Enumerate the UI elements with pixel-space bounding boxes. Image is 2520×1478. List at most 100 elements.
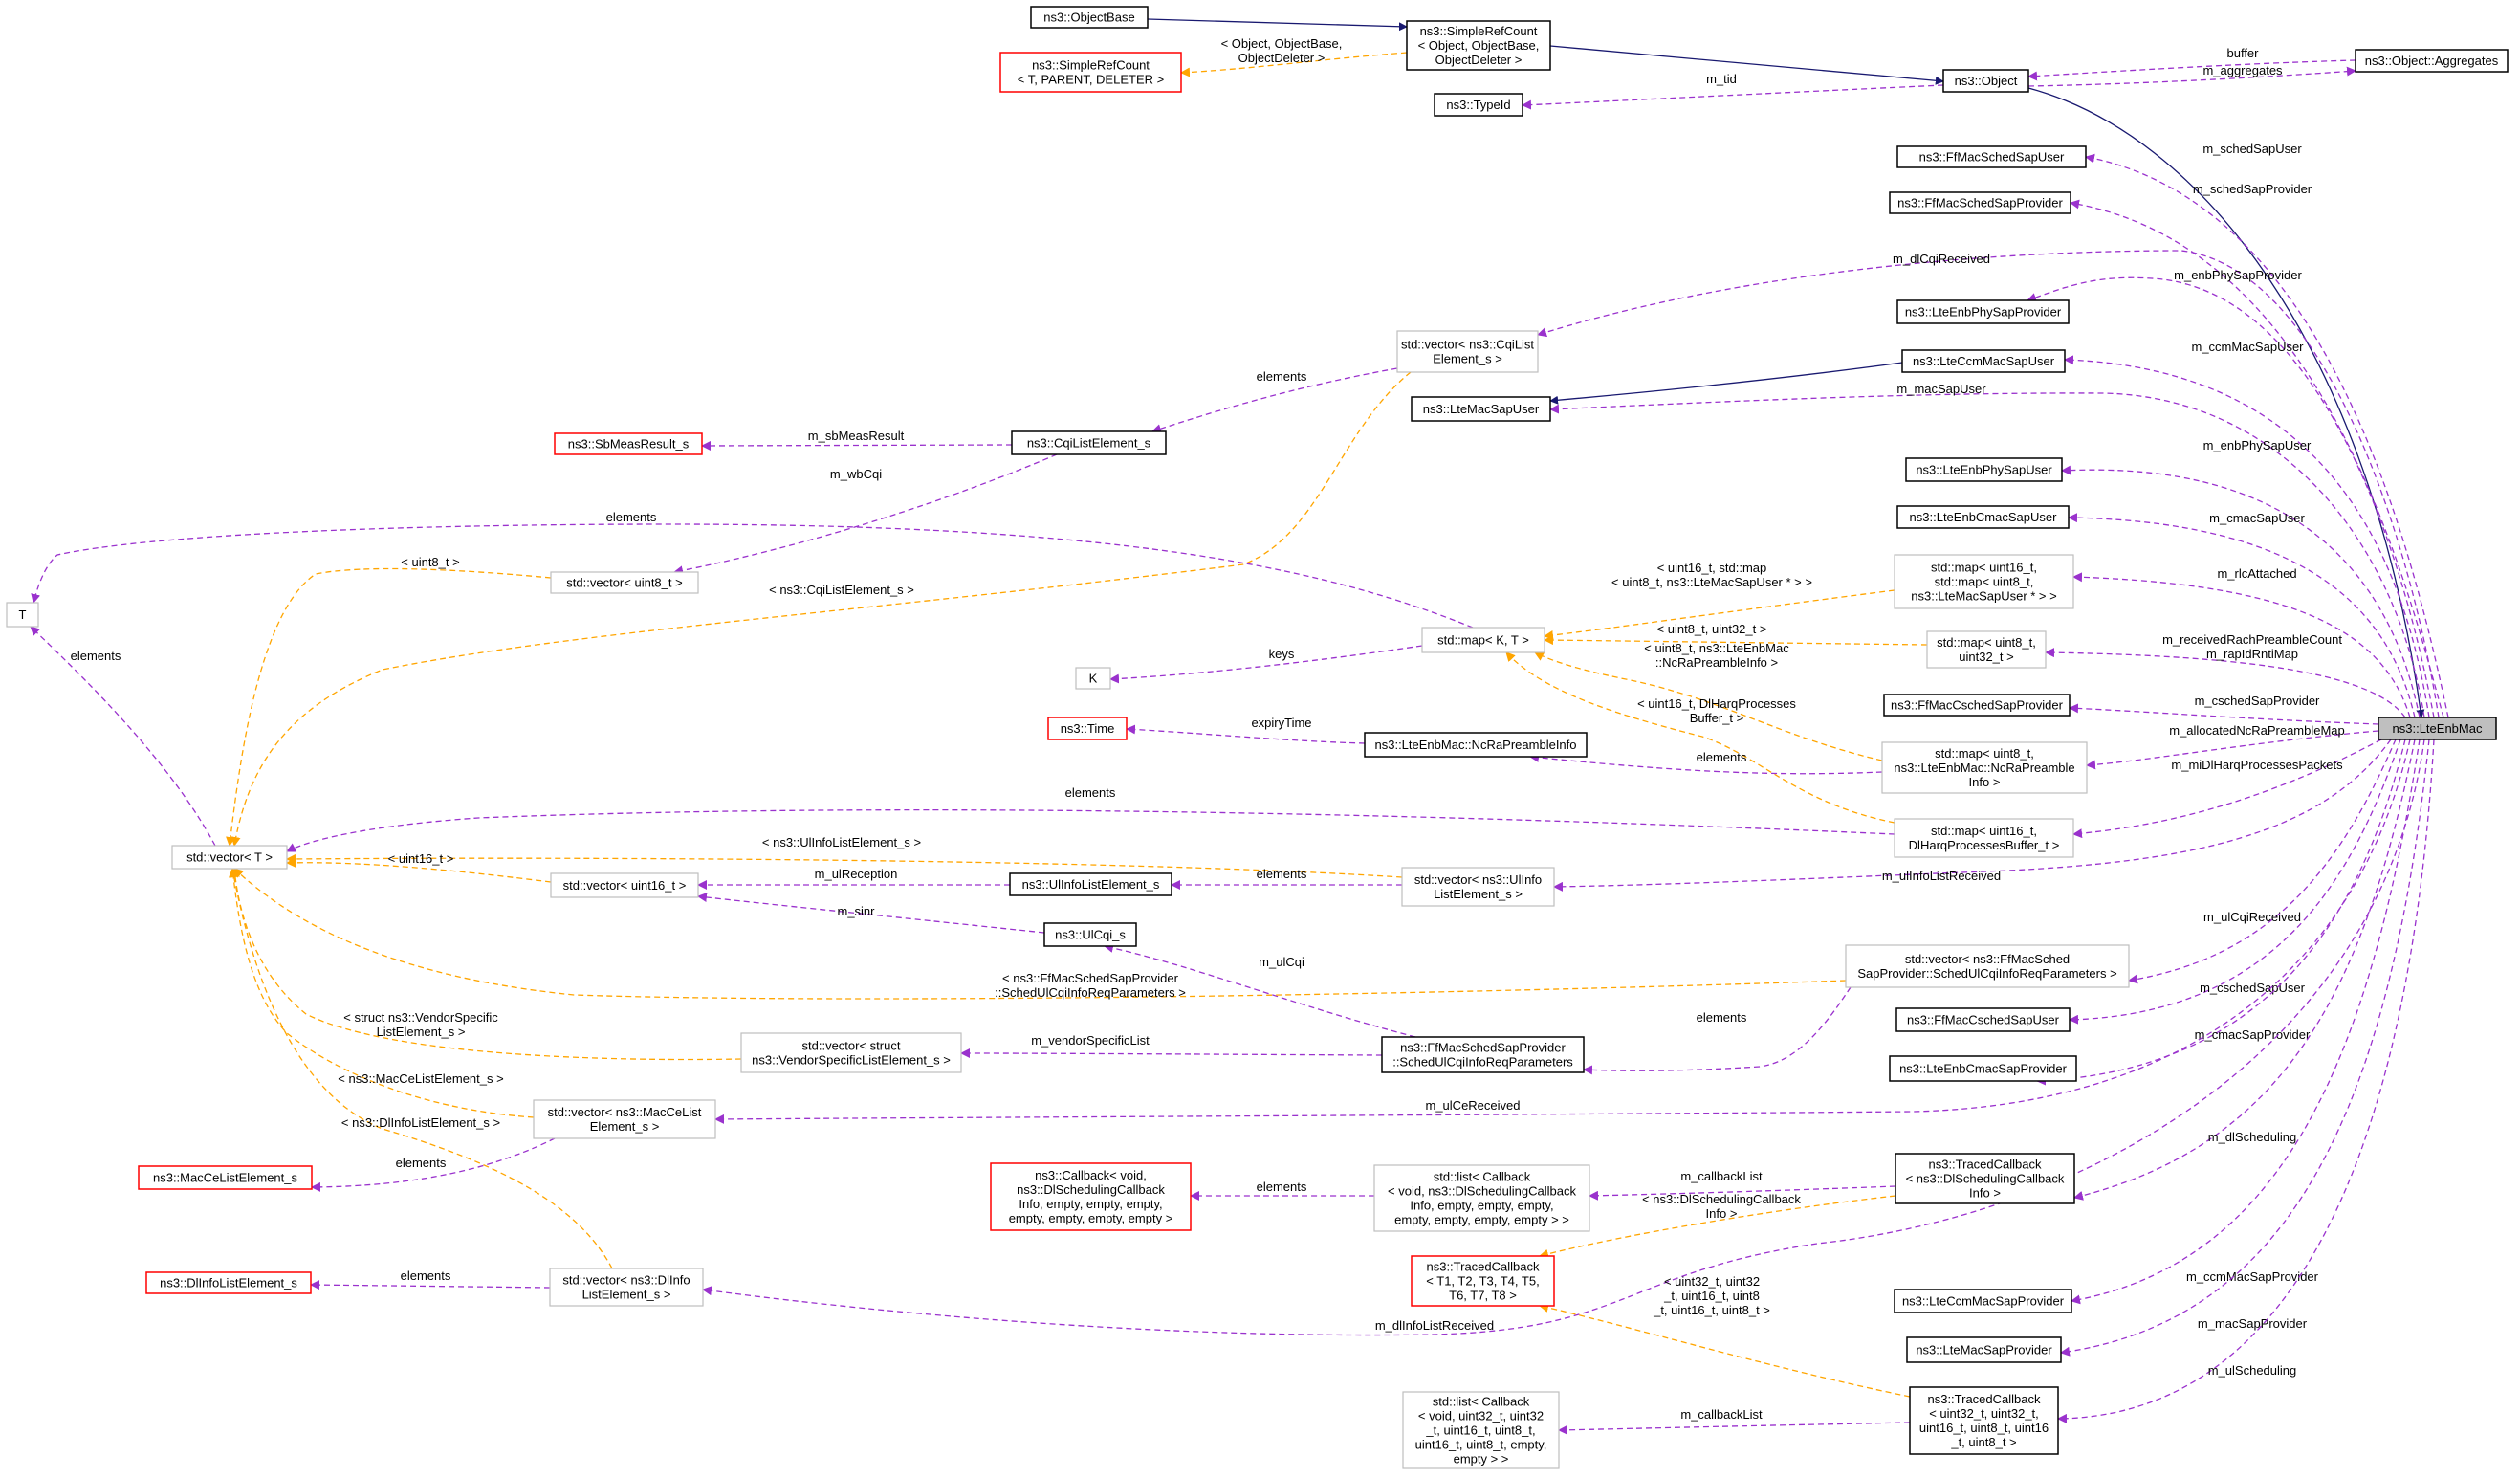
edge-line — [1558, 1422, 1911, 1435]
edge-line — [1549, 392, 2425, 718]
edge-line — [1109, 645, 1423, 684]
edge-line — [1534, 651, 1883, 761]
node-focus[interactable]: ns3::LteEnbMac — [2378, 717, 2497, 740]
node-box — [1895, 1007, 2071, 1032]
edge-line — [2061, 465, 2421, 718]
edge-macce-vecT: < ns3::MacCeListElement_s > — [229, 868, 535, 1118]
edge-label: m_dlCqiReceived — [1893, 252, 1990, 266]
node-label: ns3::LteMacSapProvider — [1916, 1343, 2052, 1357]
edge-line — [2070, 199, 2444, 718]
edge-tcbul-tcbt: < uint32_t, uint32_t, uint16_t, uint8_t,… — [1539, 1274, 1911, 1398]
edge-label: elements — [71, 649, 121, 663]
edge-sinr: m_sinr — [697, 893, 1045, 934]
edge-label: m_schedSapUser — [2202, 142, 2302, 156]
edge-src-obj — [1549, 45, 1944, 85]
node-aggregates[interactable]: ns3::Object::Aggregates — [2355, 49, 2509, 73]
node-box — [2355, 49, 2509, 73]
node-box — [138, 1165, 313, 1190]
edge-line — [233, 868, 1847, 1000]
node-enbcmacsapprov[interactable]: ns3::LteEnbCmacSapProvider — [1889, 1055, 2077, 1082]
node-ulinfo[interactable]: ns3::UlInfoListElement_s — [1009, 872, 1172, 896]
edge-ccmuser: m_ccmMacSapUser — [2064, 340, 2430, 718]
edge-label: m_allocatedNcRaPreambleMap — [2169, 723, 2345, 738]
edge-ulrecep: m_ulReception — [697, 867, 1010, 890]
edge-label: m_macSapUser — [1896, 382, 1986, 396]
node-map-ncra: std::map< uint8_t,ns3::LteEnbMac::NcRaPr… — [1881, 741, 2088, 794]
node-ffschedsapuser[interactable]: ns3::FfMacSchedSapUser — [1896, 145, 2087, 168]
node-ulcqireq[interactable]: ns3::FfMacSchedSapProvider::SchedUlCqiIn… — [1381, 1036, 1585, 1073]
edge-label: < Object, ObjectBase,ObjectDeleter > — [1221, 36, 1343, 65]
node-objectbase[interactable]: ns3::ObjectBase — [1030, 6, 1149, 29]
edge-agg-obj: buffer — [2027, 46, 2356, 81]
node-typeid[interactable]: ns3::TypeId — [1434, 93, 1523, 117]
node-map-dlharq: std::map< uint16_t,DlHarqProcessesBuffer… — [1894, 818, 2074, 858]
node-label: ns3::TracedCallback< ns3::DlSchedulingCa… — [1906, 1158, 2065, 1201]
node-sbmeas: ns3::SbMeasResult_s — [554, 432, 703, 455]
edge-label: m_ulScheduling — [2208, 1363, 2297, 1378]
node-box — [1011, 430, 1167, 455]
edge-dlharq: m_miDlHarqProcessesPackets — [2072, 739, 2382, 839]
node-ffschedsapprov[interactable]: ns3::FfMacSchedSapProvider — [1889, 191, 2071, 214]
node-list-dlcb: std::list< Callback< void, ns3::DlSchedu… — [1373, 1164, 1590, 1232]
node-box — [1043, 922, 1137, 947]
node-cqilistel[interactable]: ns3::CqiListElement_s — [1011, 430, 1167, 455]
node-box — [550, 872, 699, 898]
node-tcb-dl[interactable]: ns3::TracedCallback< ns3::DlSchedulingCa… — [1895, 1153, 2075, 1204]
edge-label: m_macSapProvider — [2198, 1316, 2308, 1331]
node-box — [1401, 867, 1555, 907]
node-enbphysapuser[interactable]: ns3::LteEnbPhySapUser — [1905, 457, 2063, 482]
edge-line — [1589, 1185, 1896, 1201]
edge-ulce: m_ulCeReceived — [714, 739, 2411, 1124]
node-ffcschedsapuser[interactable]: ns3::FfMacCschedSapUser — [1895, 1007, 2071, 1032]
edge-label: keys — [1269, 647, 1295, 661]
edge-label: < uint32_t, uint32_t, uint16_t, uint8_t,… — [1653, 1274, 1770, 1317]
edge-line — [1505, 651, 1895, 824]
node-enbphysapprov[interactable]: ns3::LteEnbPhySapProvider — [1896, 299, 2070, 324]
edge-line — [286, 857, 552, 883]
node-ncra[interactable]: ns3::LteEnbMac::NcRaPreambleInfo — [1364, 732, 1588, 758]
node-list-ulcb: std::list< Callback< void, uint32_t, uin… — [1402, 1391, 1560, 1469]
node-ccmmacsapuser[interactable]: ns3::LteCcmMacSapUser — [1901, 349, 2066, 373]
node-box — [1905, 457, 2063, 482]
node-label: ns3::Callback< void,ns3::DlSchedulingCal… — [1009, 1168, 1173, 1225]
node-box — [1396, 330, 1539, 373]
edge-rlc: m_rlcAttached — [2072, 566, 2411, 718]
node-label: ns3::LteEnbPhySapProvider — [1905, 305, 2062, 320]
node-macsapuser[interactable]: ns3::LteMacSapUser — [1411, 396, 1551, 422]
edge-cqi-elements: elements — [1151, 367, 1398, 433]
node-box — [1896, 145, 2087, 168]
edge-line — [1180, 52, 1408, 77]
edge-label: m_ccmMacSapUser — [2191, 340, 2304, 354]
edge-line — [286, 808, 1895, 852]
edge-label: m_sinr — [837, 904, 875, 918]
node-macsapprov[interactable]: ns3::LteMacSapProvider — [1906, 1336, 2062, 1363]
node-srcount-obj[interactable]: ns3::SimpleRefCount< Object, ObjectBase,… — [1406, 20, 1551, 71]
edge-dlinfo-elements: elements — [310, 1268, 551, 1290]
node-enbcmacsapuser[interactable]: ns3::LteEnbCmacSapUser — [1896, 505, 2070, 529]
node-ccmmacsapprov[interactable]: ns3::LteCcmMacSapProvider — [1894, 1289, 2072, 1313]
node-label: ns3::SbMeasResult_s — [568, 437, 690, 452]
edge-macsapuser: m_macSapUser — [1549, 382, 2425, 718]
edge-line — [1104, 943, 1416, 1038]
node-box — [740, 1032, 962, 1073]
node-label: ns3::SimpleRefCount< Object, ObjectBase,… — [1418, 24, 1540, 67]
node-label: ns3::LteEnbCmacSapProvider — [1899, 1062, 2068, 1076]
node-object[interactable]: ns3::Object — [1942, 69, 2029, 93]
edge-line — [701, 440, 1013, 451]
edge-enbphyuser: m_enbPhySapUser — [2061, 438, 2421, 718]
node-ulcqi[interactable]: ns3::UlCqi_s — [1043, 922, 1137, 947]
node-tcb-ul[interactable]: ns3::TracedCallback< uint32_t, uint32_t,… — [1909, 1386, 2059, 1455]
edge-label: < uint8_t > — [401, 555, 459, 569]
node-label: std::map< uint8_t,ns3::LteEnbMac::NcRaPr… — [1894, 746, 2074, 789]
edge-label: < ns3::DlInfoListElement_s > — [341, 1115, 500, 1130]
node-box — [1901, 349, 2066, 373]
node-ffcschedsapprov[interactable]: ns3::FfMacCschedSapProvider — [1883, 694, 2071, 717]
